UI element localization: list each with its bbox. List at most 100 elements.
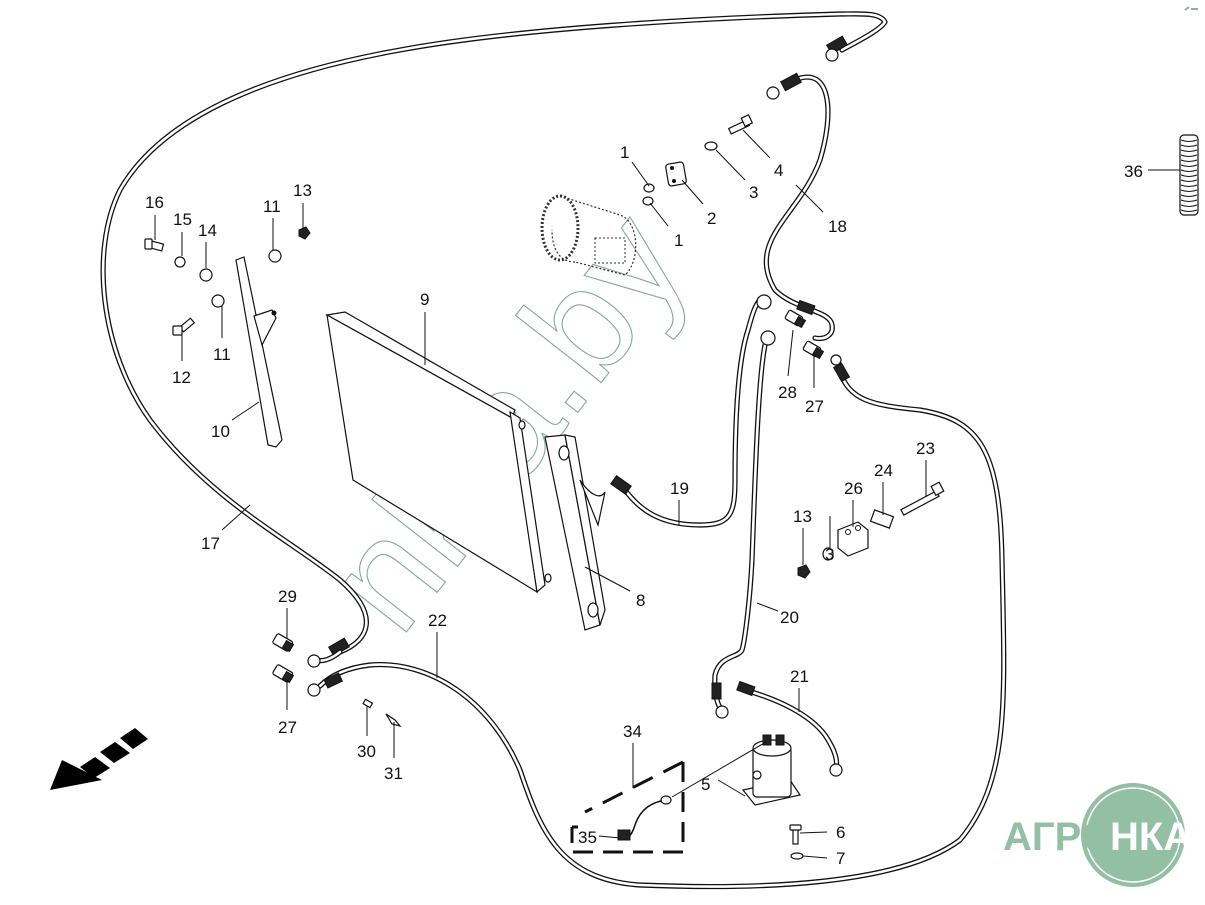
label-16: 16: [145, 193, 164, 212]
label-7: 7: [836, 849, 845, 868]
label-8: 8: [636, 591, 645, 610]
washer-11b: [211, 294, 225, 308]
hose-22-nut-bottom: [307, 683, 321, 697]
agronka-logo: АГРО НКА: [1003, 783, 1192, 887]
washer-11a: [268, 249, 282, 263]
tube-rib: [1180, 149, 1198, 152]
clip-31: [385, 713, 402, 728]
washer-3a: [704, 141, 718, 151]
fitting-plate-2: [665, 161, 687, 187]
screw-30: [362, 698, 374, 709]
tube-rib: [1180, 144, 1198, 147]
direction-arrow-icon: [50, 728, 148, 790]
bolt-16: [144, 238, 165, 252]
tube-rib: [1180, 204, 1198, 207]
washer-7: [790, 852, 804, 860]
wiring-box-34: [570, 741, 767, 854]
hose-21: [736, 680, 843, 777]
label-2: 2: [707, 209, 716, 228]
bolt-12: [172, 317, 196, 336]
label-19: 19: [670, 479, 689, 498]
label-27a: 27: [805, 397, 824, 416]
tube-rib: [1180, 194, 1198, 197]
label-31: 31: [384, 764, 403, 783]
label-21: 21: [790, 667, 809, 686]
label-12: 12: [172, 368, 191, 387]
hose-22-fitting-bottom: [323, 672, 344, 689]
part-labels: 1 1 2 3 3 4 5 6 7 8 9 10 11 11 12 13 13 …: [145, 143, 1143, 868]
washer-3b: [822, 547, 834, 561]
label-28: 28: [778, 383, 797, 402]
hose-18-fitting: [780, 72, 802, 92]
hose-20-nut-bottom: [715, 705, 729, 719]
fitting-29: [272, 633, 295, 653]
hose-20: [711, 330, 776, 719]
tube-rib: [1180, 199, 1198, 202]
hose-21-fitting: [736, 680, 756, 697]
label-3a: 3: [749, 183, 758, 202]
nut-13b: [797, 564, 811, 579]
label-11b: 11: [213, 345, 231, 364]
label-36: 36: [1124, 162, 1143, 181]
tube-rib: [1180, 169, 1198, 172]
corrugated-tube-36: [1179, 134, 1199, 216]
tube-rib: [1180, 159, 1198, 162]
label-23: 23: [916, 439, 935, 458]
clamp-block-26: [837, 521, 869, 557]
label-1b: 1: [674, 231, 683, 250]
o-ring-1a: [643, 183, 655, 193]
label-10: 10: [211, 422, 230, 441]
label-20: 20: [780, 608, 799, 627]
label-17: 17: [201, 534, 220, 553]
tube-rib: [1180, 139, 1198, 142]
hose-18-fitting-lower: [796, 299, 816, 316]
hose-19-fitting-left: [610, 475, 632, 495]
hose-19: [610, 294, 772, 528]
corner-mark: [1184, 6, 1198, 11]
tube-rib: [1180, 179, 1198, 182]
label-24: 24: [874, 461, 893, 480]
hose-17-nut-bottom: [307, 654, 321, 668]
label-1a: 1: [620, 143, 629, 162]
label-11a: 11: [263, 197, 281, 216]
bolt-6: [789, 824, 802, 845]
logo-text-left: АГРО: [1003, 815, 1112, 859]
washer-15: [174, 256, 186, 268]
logo-text-right: НКА: [1110, 815, 1192, 859]
tube-rib: [1180, 184, 1198, 187]
label-22: 22: [428, 611, 447, 630]
label-15: 15: [173, 210, 192, 229]
tube-rib: [1180, 164, 1198, 167]
hose-17-nut-top: [825, 48, 839, 62]
tube-rib: [1180, 189, 1198, 192]
hose-20-fitting-bottom: [711, 682, 722, 700]
hose-21-nut: [829, 763, 843, 777]
fitting-28: [784, 309, 807, 329]
nut-13a: [298, 226, 311, 240]
receiver-drier-5: [741, 734, 801, 806]
bolt-4: [727, 113, 754, 135]
bracket-8: [544, 434, 606, 631]
label-35: 35: [578, 828, 597, 847]
hose-18-nut: [766, 86, 780, 100]
label-13b: 13: [793, 507, 812, 526]
bolt-23: [900, 481, 945, 516]
hose-20-elbow-top: [760, 330, 776, 346]
leader-lines: [154, 129, 1180, 859]
label-4: 4: [774, 161, 783, 180]
label-26: 26: [844, 479, 863, 498]
label-27b: 27: [278, 718, 297, 737]
fitting-27a: [802, 340, 825, 360]
fitting-27b: [272, 664, 295, 684]
label-6: 6: [836, 823, 845, 842]
o-ring-1b: [642, 196, 654, 206]
hose-22-fitting-top: [832, 362, 851, 383]
tube-rib: [1180, 154, 1198, 157]
hose-22-nut-top: [830, 354, 842, 366]
hose-18: [763, 72, 835, 342]
connector-35: [617, 829, 631, 841]
label-29: 29: [278, 587, 297, 606]
hose-17: [100, 11, 888, 668]
hose-19-elbow: [756, 294, 772, 310]
